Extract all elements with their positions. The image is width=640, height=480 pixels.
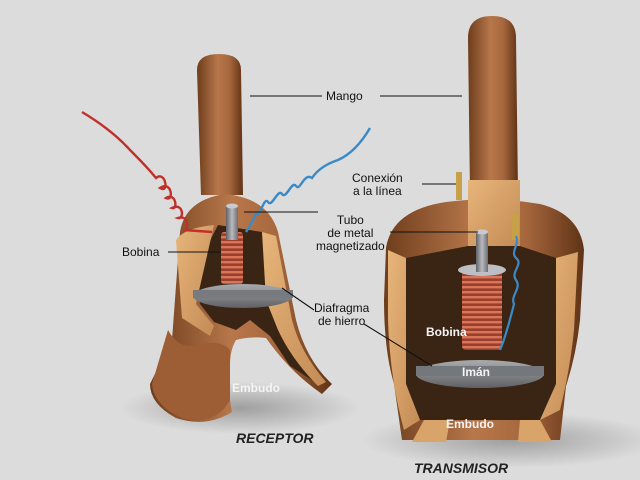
label-mango: Mango [326, 89, 363, 103]
transmisor-device [360, 16, 640, 468]
leader-diafragma-receptor [281, 287, 315, 311]
label-conexion-line-2: a la línea [353, 184, 402, 198]
label-diafragma: Diafragma de hierro [314, 302, 369, 328]
receptor-red-wire [81, 110, 213, 234]
transmisor-diaphragm-edge [416, 366, 544, 376]
label-diafragma-line-2: de hierro [317, 314, 366, 328]
transmisor-funnel-leg-right [518, 420, 552, 442]
label-iman: Imán [462, 365, 491, 379]
caption-transmisor: TRANSMISOR [414, 460, 509, 476]
transmisor-blue-wire [498, 235, 520, 351]
transmisor-cut-wall-right [540, 252, 578, 420]
transmisor-magnet-cap [476, 229, 488, 235]
label-diafragma-line-1: Diafragma [314, 301, 370, 315]
receptor-handle [197, 54, 243, 195]
receptor-blue-wire [245, 127, 372, 233]
receptor-coil [221, 232, 243, 284]
transmisor-coil [462, 270, 502, 350]
label-conexion-line-1: Conexión [352, 171, 403, 185]
transmisor-handle [468, 16, 518, 192]
receptor-magnet-tube [226, 206, 238, 240]
label-embudo-receptor: Embudo [232, 381, 280, 395]
leader-diafragma-transmisor [363, 323, 433, 367]
receptor-cut-wall [176, 225, 214, 336]
transmisor-magnet [476, 232, 488, 272]
transmisor-neck [468, 180, 520, 246]
label-bobina-transmisor: Bobina [426, 325, 467, 339]
receptor-device [81, 54, 372, 434]
transmisor-terminal-2 [512, 214, 519, 240]
label-tubo-line-1: Tubo [336, 213, 364, 227]
transmisor-terminal-1 [456, 172, 462, 200]
label-tubo-line-2: de metal [327, 226, 374, 240]
label-bobina-receptor: Bobina [122, 245, 160, 259]
leader-lines [168, 95, 478, 367]
label-tubo-line-3: magnetizado [316, 239, 385, 253]
label-conexion: Conexión a la línea [352, 172, 403, 198]
receptor-cut-wall-right [262, 232, 326, 386]
label-tubo: Tubo de metal magnetizado [316, 214, 385, 253]
receptor-diaphragm-edge [193, 290, 293, 298]
receptor-funnel [152, 330, 230, 420]
transmisor-cut-wall-left [388, 250, 420, 430]
transmisor-funnel-leg-left [412, 420, 450, 442]
label-embudo-transmisor: Embudo [446, 417, 494, 431]
caption-receptor: RECEPTOR [236, 430, 314, 446]
receptor-tube-cap [226, 203, 238, 209]
